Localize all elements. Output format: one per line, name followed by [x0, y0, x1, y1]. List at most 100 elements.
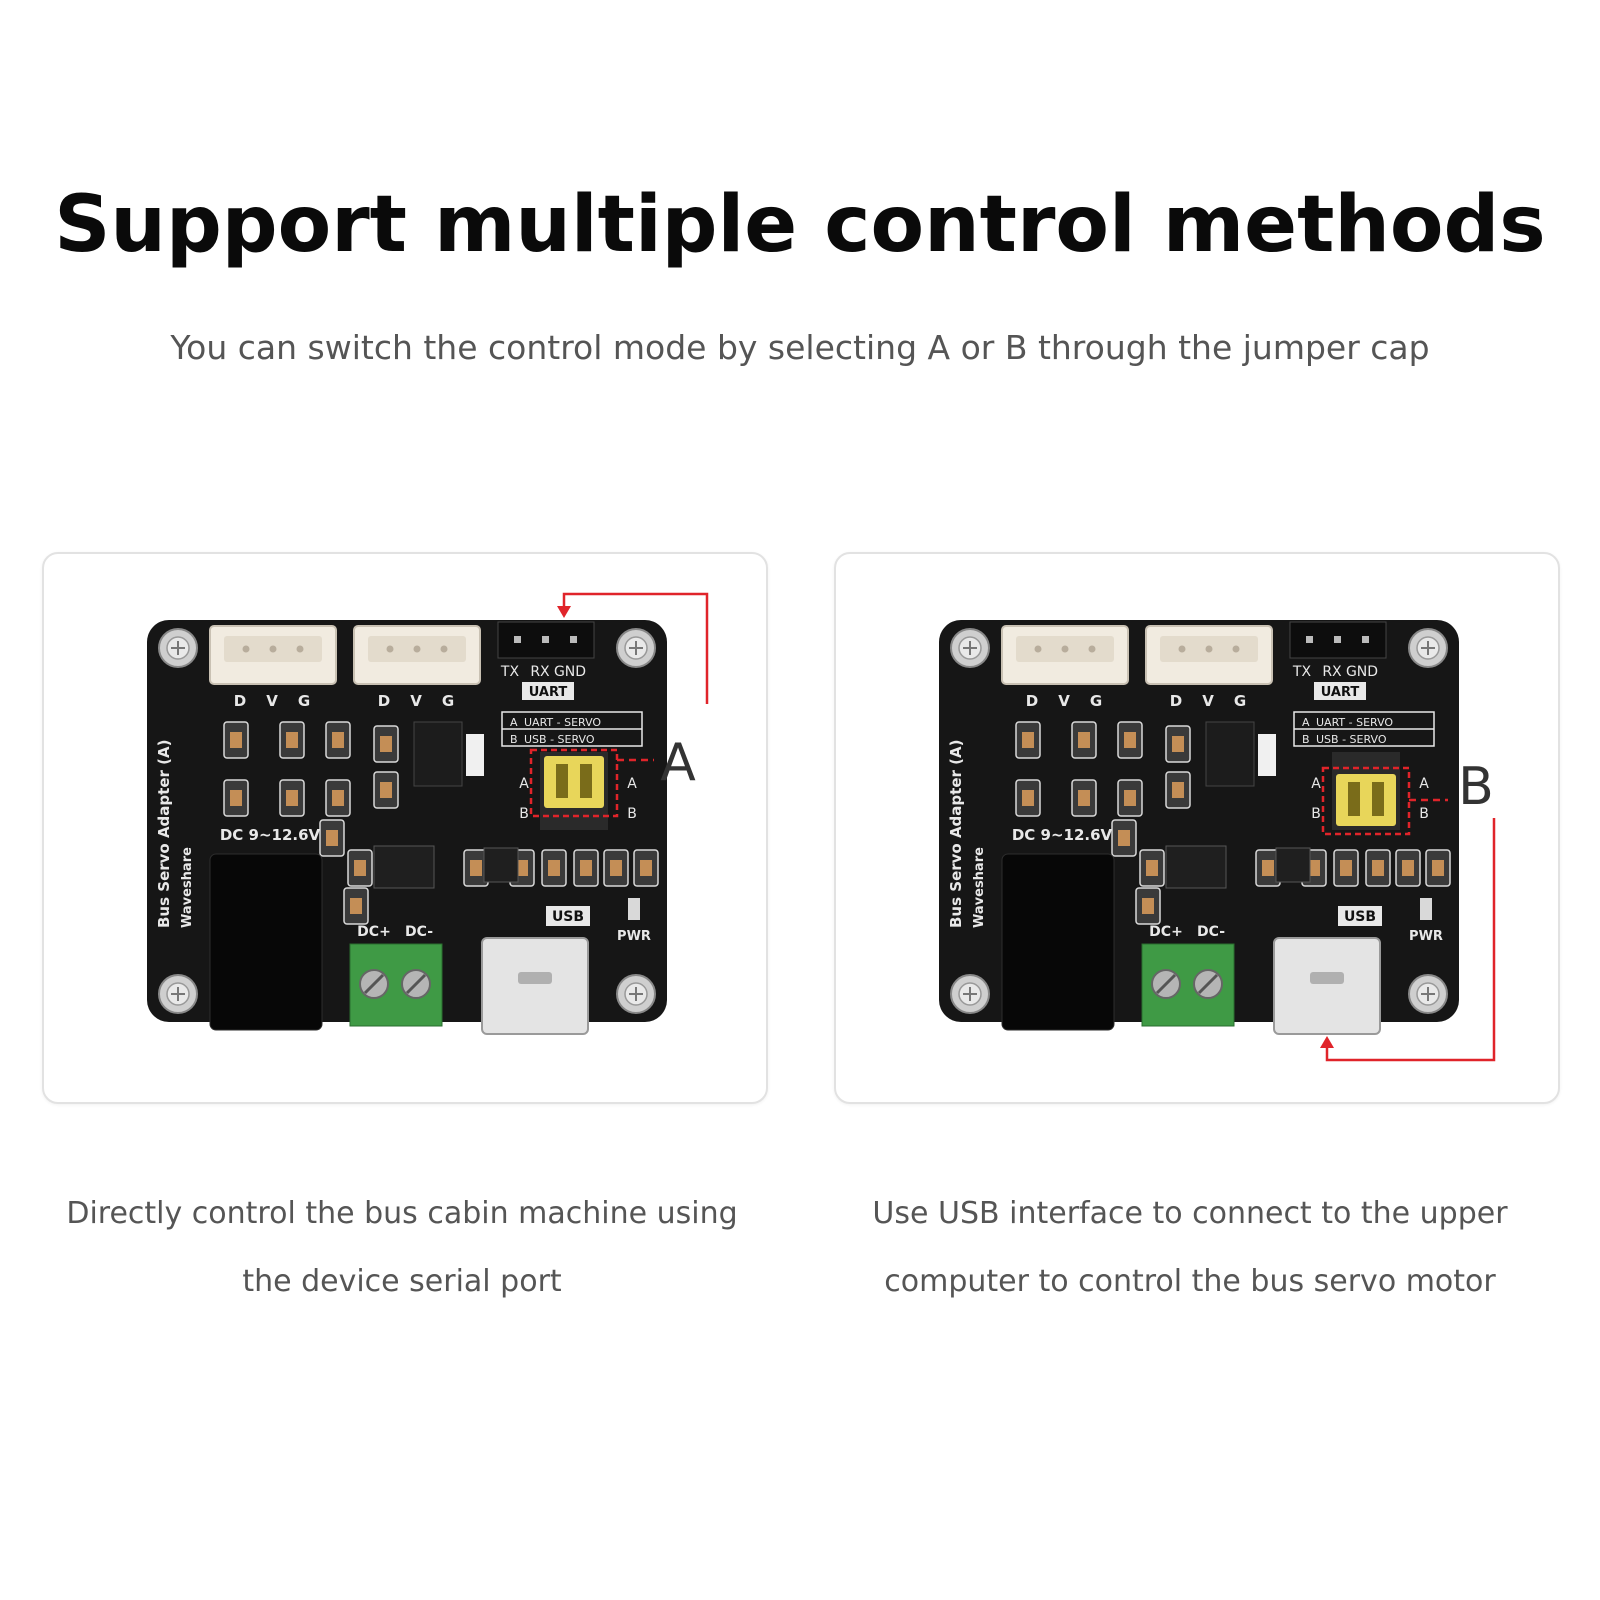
mode-b-letter: B	[1302, 733, 1310, 746]
connector-pin	[1205, 645, 1213, 653]
dc-input-label: DC 9~12.6V	[220, 826, 321, 844]
connector-pin	[296, 645, 304, 653]
connector-pin	[1034, 645, 1042, 653]
smd-body	[1172, 736, 1184, 752]
servo-pin-label: D	[234, 692, 246, 710]
terminal-screw-slot	[363, 973, 385, 995]
smd-body	[1262, 860, 1274, 876]
mode-b-text: USB - SERVO	[524, 733, 595, 746]
connector-pin	[1178, 645, 1186, 653]
usb-c-slot	[1310, 972, 1344, 984]
smd-body	[230, 732, 242, 748]
servo-pin-label: G	[442, 692, 454, 710]
board-side-title: Bus Servo Adapter (A)	[947, 740, 965, 928]
smd-body	[1124, 790, 1136, 806]
smd-body	[516, 860, 528, 876]
board-side-brand: Waveshare	[180, 847, 195, 928]
connector-pin	[1232, 645, 1240, 653]
servo-pin-label: D	[378, 692, 390, 710]
jumper-a-left: A	[519, 776, 529, 792]
jumper-a-left: A	[1311, 776, 1321, 792]
smd-body	[1146, 860, 1158, 876]
smd-body	[1372, 860, 1384, 876]
uart-pin	[570, 636, 577, 643]
jumper-highlight	[1321, 766, 1411, 836]
smd-body	[1308, 860, 1320, 876]
servo-pin-label: V	[410, 692, 422, 710]
jumper-b-right: B	[627, 806, 637, 822]
usb-c-port	[1273, 937, 1381, 1035]
uart-pin	[1306, 636, 1313, 643]
smd-body	[610, 860, 622, 876]
smd-body	[326, 830, 338, 846]
jumper-a-right: A	[627, 776, 637, 792]
screw-slot	[629, 987, 643, 1001]
smd-body	[332, 790, 344, 806]
smd-body	[1078, 790, 1090, 806]
uart-pin-label: TX	[1292, 664, 1312, 680]
ic-chip	[1165, 845, 1227, 889]
callout-letter: B	[1458, 757, 1494, 817]
servo-pin-label: V	[266, 692, 278, 710]
uart-pin-label: RX	[1322, 664, 1342, 680]
dc-minus-label: DC-	[405, 924, 433, 940]
jumper-cap	[544, 756, 604, 808]
servo-pin-label: G	[298, 692, 310, 710]
callout-arrow-line	[562, 592, 709, 704]
connector-pin	[242, 645, 250, 653]
jumper-b-left: B	[1311, 806, 1321, 822]
smd-body	[1172, 782, 1184, 798]
connector-pin	[413, 645, 421, 653]
dc-minus-label: DC-	[1197, 924, 1225, 940]
page-title: Support multiple control methods	[54, 180, 1546, 270]
smd-body	[548, 860, 560, 876]
uart-label-box	[1314, 682, 1366, 700]
terminal-screw-slot	[405, 973, 427, 995]
page-subtitle: You can switch the control mode by selec…	[170, 328, 1430, 367]
pwr-led	[1420, 898, 1432, 920]
smd-body	[332, 732, 344, 748]
usb-label: USB	[1344, 909, 1376, 925]
usb-label-box	[1338, 906, 1382, 926]
usb-label-box	[546, 906, 590, 926]
screw-slot	[1421, 641, 1435, 655]
smd-body	[286, 732, 298, 748]
pwr-led	[628, 898, 640, 920]
smd-body	[1142, 898, 1154, 914]
board-side-title: Bus Servo Adapter (A)	[155, 740, 173, 928]
dc-input-label: DC 9~12.6V	[1012, 826, 1113, 844]
smd-body	[1022, 790, 1034, 806]
smd-body	[1124, 732, 1136, 748]
dc-jack	[209, 853, 323, 1031]
arrow-head	[557, 606, 571, 618]
uart-pin-label: RX	[530, 664, 550, 680]
smd-body	[1022, 732, 1034, 748]
callout: A	[557, 592, 709, 793]
smd-body	[1118, 830, 1130, 846]
ic-chip	[373, 845, 435, 889]
uart-pin	[514, 636, 521, 643]
screw-slot	[171, 987, 185, 1001]
smd-body	[1432, 860, 1444, 876]
pwr-label: PWR	[617, 929, 651, 944]
mode-a-letter: A	[510, 716, 518, 729]
regulator-tab	[466, 734, 484, 776]
terminal-screw-slot	[1155, 973, 1177, 995]
regulator-tab	[1258, 734, 1276, 776]
connector-pin	[269, 645, 277, 653]
connector-pin	[1061, 645, 1069, 653]
smd-body	[354, 860, 366, 876]
jumper-slot	[1372, 782, 1384, 816]
regulator	[1205, 721, 1255, 787]
jumper-cap	[1336, 774, 1396, 826]
connector-pin	[386, 645, 394, 653]
connector-pin	[1088, 645, 1096, 653]
smd-body	[380, 782, 392, 798]
jumper-slot	[556, 764, 568, 798]
dc-jack	[1001, 853, 1115, 1031]
